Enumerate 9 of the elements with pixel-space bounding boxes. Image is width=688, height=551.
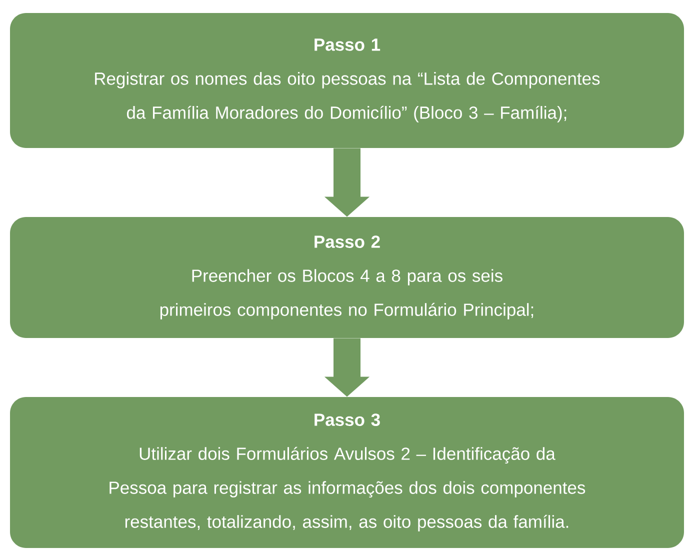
step-box	[10, 397, 684, 548]
step-heading: Passo 1	[314, 38, 380, 51]
step-text: Preencher os Blocos 4 a 8 para os seis primeiros componentes no Formulário Principal;	[160, 269, 534, 320]
step-heading: Passo 3	[314, 414, 380, 426]
step-text: Utilizar dois Formulários Avulsos 2 – Identificação da Pessoa para registrar as informações dos dois componentes restantes, totalizando, assim, as oito pessoas da família.	[110, 446, 586, 532]
step-box	[10, 217, 684, 338]
step-text: Registrar os nomes das oito pessoas na “Lista de Componentes da Família Moradores do Domicílio” (Bloco 3 – Família);	[95, 72, 600, 122]
step-box	[10, 13, 684, 148]
step-heading: Passo 2	[314, 236, 380, 248]
